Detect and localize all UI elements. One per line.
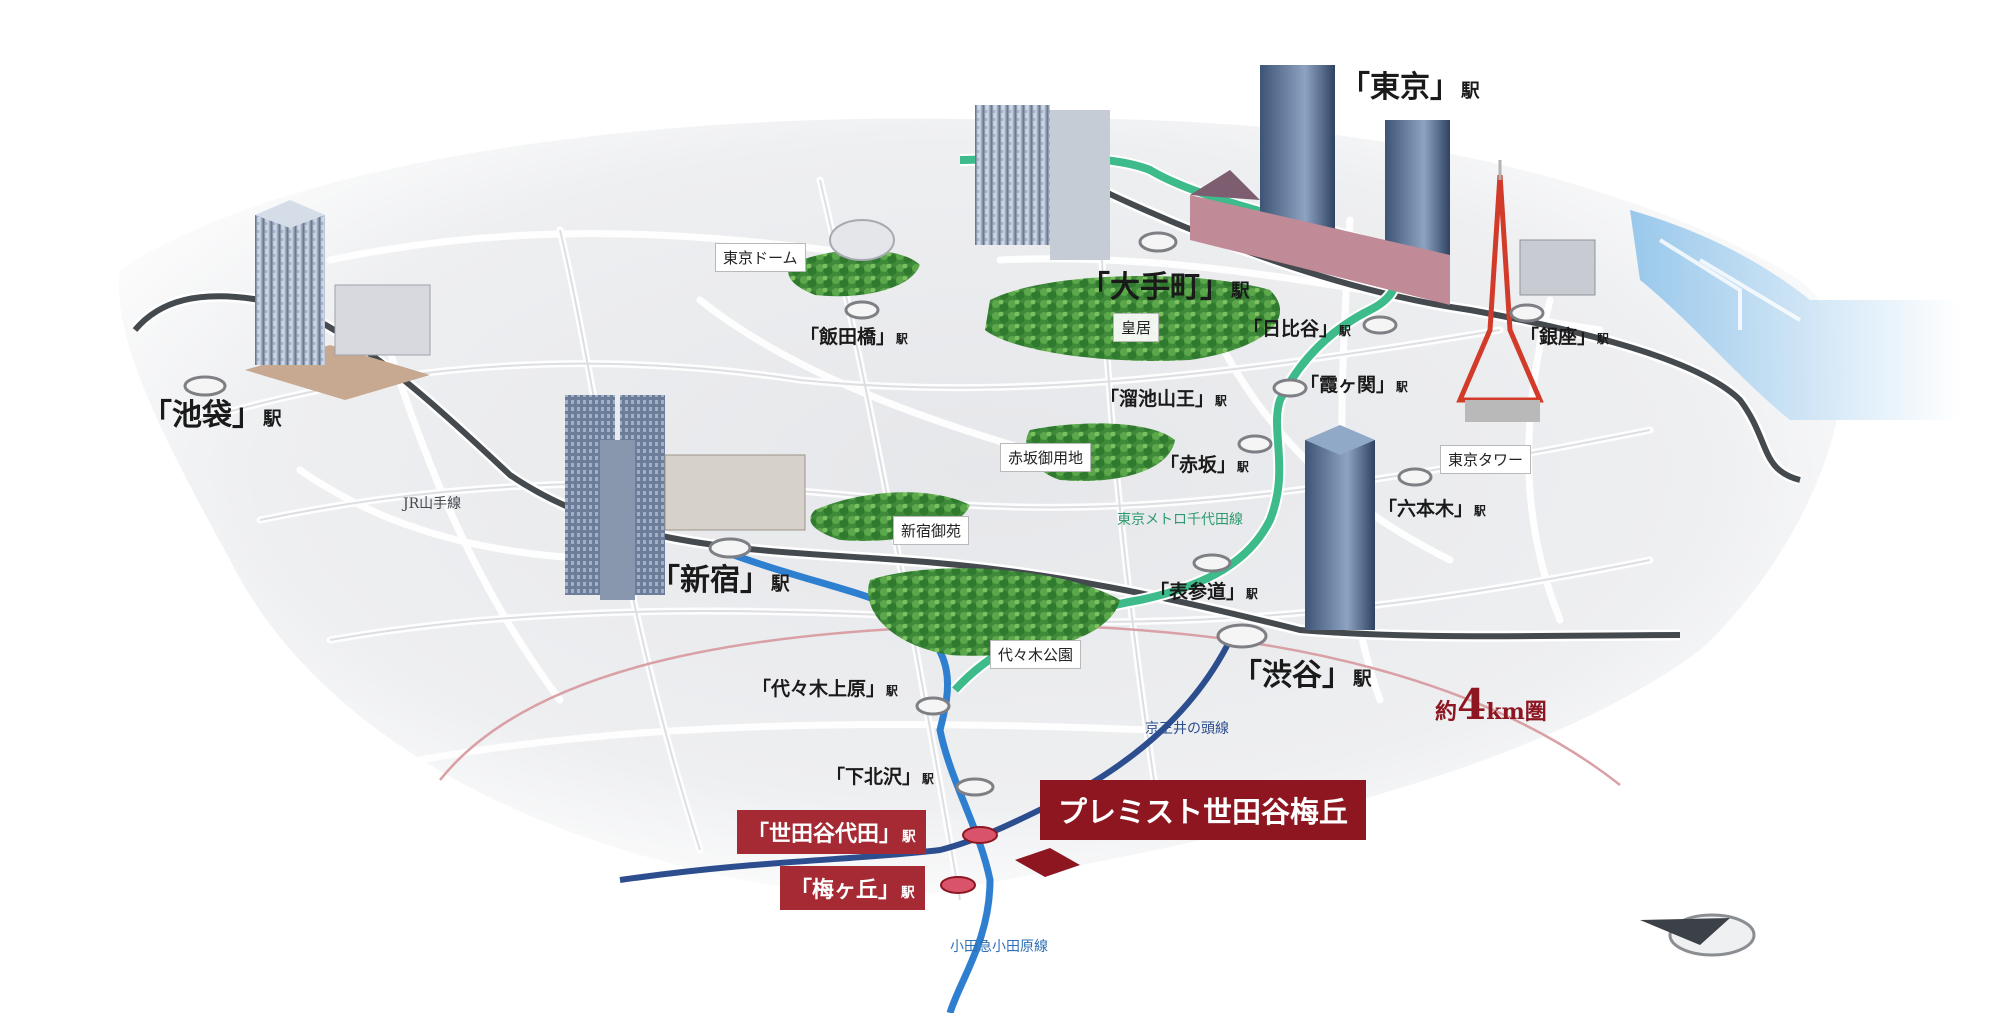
landmark-akasaka-gyoyochi: 赤坂御用地: [1000, 443, 1092, 472]
compass: [1640, 913, 1756, 957]
station-markers: [183, 231, 1545, 797]
line-label-jr-yamanote: JR山手線: [403, 496, 462, 512]
station-label-otemachi: 「大手町」駅: [1080, 270, 1250, 305]
station-label-ikebukuro: 「池袋」駅: [142, 398, 282, 433]
station-label-roppongi: 「六本木」駅: [1378, 498, 1486, 520]
ginza-building: [1519, 239, 1596, 296]
shibuya-building: [1305, 425, 1375, 630]
line-label-chiyoda: 東京メトロ千代田線: [1117, 512, 1243, 528]
shinjuku-buildings: [565, 395, 806, 600]
station-label-umegaoka: 「梅ヶ丘」駅: [780, 866, 925, 910]
station-label-shimokitazawa: 「下北沢」駅: [826, 766, 934, 788]
park-yoyogi: [868, 568, 1120, 656]
landmark-shinjuku-gyoen: 新宿御苑: [893, 516, 970, 545]
park-tokyo-dome: [788, 250, 920, 297]
ring-4km-label: 約4km圏: [1435, 680, 1547, 729]
property-name-label: プレミスト世田谷梅丘: [1040, 780, 1367, 840]
station-label-tokyo: 「東京」駅: [1340, 70, 1480, 105]
line-label-odakyu: 小田急小田原線: [950, 939, 1048, 955]
station-label-setagaya-daita: 「世田谷代田」駅: [737, 810, 926, 854]
tokyo-tower: [1456, 160, 1544, 422]
station-label-iidabashi: 「飯田橋」駅: [800, 326, 908, 348]
station-label-kasumigaseki: 「霞ヶ関」駅: [1300, 374, 1408, 396]
landmark-tokyo-dome: 東京ドーム: [715, 243, 806, 272]
station-label-akasaka: 「赤坂」駅: [1160, 454, 1249, 476]
station-label-shibuya: 「渋谷」駅: [1232, 658, 1372, 693]
tokyo-dome-building: [829, 219, 895, 261]
station-label-tameike-sanno: 「溜池山王」駅: [1100, 388, 1227, 410]
station-label-omotesando: 「表参道」駅: [1150, 581, 1258, 603]
highlight-station-markers: [940, 826, 998, 894]
station-label-ginza: 「銀座」駅: [1520, 326, 1609, 348]
odakyu-line: [718, 546, 994, 1013]
tokyo-station-buildings: [1190, 65, 1450, 305]
station-label-hibiya: 「日比谷」駅: [1243, 318, 1351, 340]
chiyoda-line: [950, 151, 1402, 695]
station-label-yoyogi-uehara: 「代々木上原」駅: [752, 678, 898, 700]
line-label-inokashira: 京王井の頭線: [1145, 721, 1229, 737]
landmark-tokyo-tower: 東京タワー: [1440, 445, 1532, 474]
station-label-shinjuku: 「新宿」駅: [650, 563, 790, 598]
property-marker: [1015, 848, 1080, 877]
landmark-yoyogi-koen: 代々木公園: [990, 640, 1082, 669]
ikebukuro-buildings: [245, 200, 431, 400]
landmark-kokyo: 皇居: [1113, 313, 1160, 342]
otemachi-buildings: [975, 105, 1110, 260]
